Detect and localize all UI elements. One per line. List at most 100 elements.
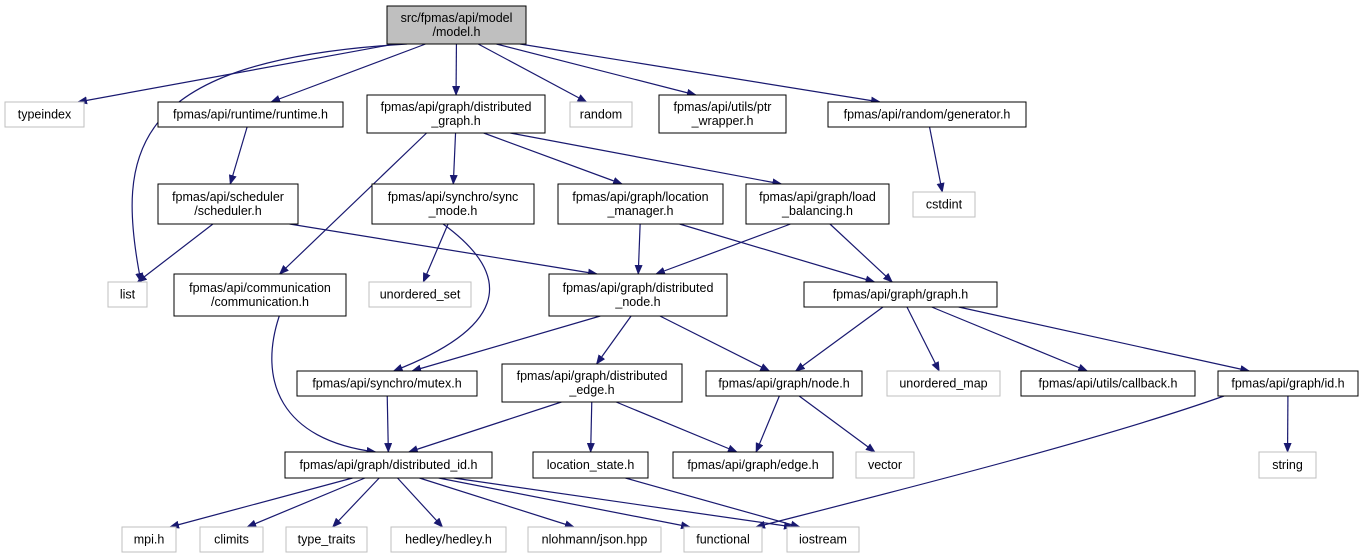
- node-box: [4, 101, 85, 128]
- node-locstate[interactable]: location_state.h: [532, 451, 649, 479]
- edge-distid-to-json: [419, 477, 575, 529]
- edge-generator-to-cstdint: [928, 126, 945, 193]
- node-box: [501, 363, 683, 403]
- node-label: fpmas/api/random/generator.h: [844, 108, 1011, 122]
- node-graph[interactable]: fpmas/api/graph/graph.h: [803, 281, 998, 308]
- node-label: fpmas/api/graph/edge.h: [687, 458, 818, 472]
- node-edge[interactable]: fpmas/api/graph/edge.h: [672, 451, 834, 479]
- node-box: [745, 183, 890, 225]
- edge-distgraph-to-loadbal: [510, 132, 783, 187]
- node-box: [121, 526, 177, 553]
- node-label: list: [120, 288, 136, 302]
- node-comm[interactable]: fpmas/api/communication/communication.h: [173, 273, 347, 317]
- node-label: fpmas/api/utils/callback.h: [1039, 377, 1178, 391]
- node-callback[interactable]: fpmas/api/utils/callback.h: [1020, 370, 1196, 397]
- edge-distnode-to-mutex: [411, 315, 601, 373]
- nodes: src/fpmas/api/model/model.h typeindex list…: [4, 5, 1359, 553]
- node-label: _manager.h: [606, 204, 673, 218]
- edge-locmgr-to-distnode: [634, 223, 643, 275]
- edge-model-to-typeindex: [77, 43, 395, 105]
- node-box: [532, 451, 649, 479]
- edge-scheduler-to-distnode: [289, 223, 598, 277]
- edge-model-to-runtime: [270, 43, 426, 103]
- node-cstdint: cstdint: [912, 191, 976, 218]
- node-string: string: [1258, 451, 1317, 479]
- node-label: /scheduler.h: [194, 204, 261, 218]
- node-label: /communication.h: [211, 295, 309, 309]
- edge-distid-to-mpi: [169, 477, 353, 529]
- node-climits: climits: [199, 526, 264, 553]
- node-label: fpmas/api/graph/distributed: [517, 369, 668, 383]
- node-syncmode[interactable]: fpmas/api/synchro/sync_mode.h: [371, 183, 535, 225]
- node-label: iostream: [799, 533, 847, 547]
- edge-distgraph-to-comm: [278, 132, 428, 275]
- node-model[interactable]: src/fpmas/api/model/model.h: [386, 5, 527, 45]
- node-node[interactable]: fpmas/api/graph/node.h: [705, 370, 863, 397]
- node-mpi: mpi.h: [121, 526, 177, 553]
- node-generator[interactable]: fpmas/api/random/generator.h: [827, 101, 1027, 128]
- node-mutex[interactable]: fpmas/api/synchro/mutex.h: [296, 370, 478, 397]
- node-label: fpmas/api/graph/location: [572, 190, 708, 204]
- node-label: _wrapper.h: [691, 114, 754, 128]
- node-distid[interactable]: fpmas/api/graph/distributed_id.h: [284, 451, 493, 479]
- node-label: _edge.h: [568, 383, 614, 397]
- edge-model-to-list: [131, 43, 408, 283]
- edge-distedge-to-locstate: [586, 401, 595, 453]
- node-label: fpmas/api/runtime/runtime.h: [173, 108, 328, 122]
- node-label: /model.h: [433, 25, 481, 39]
- node-label: string: [1272, 458, 1303, 472]
- node-vector: vector: [855, 451, 915, 479]
- node-box: [157, 183, 299, 225]
- node-box: [658, 94, 787, 134]
- node-box: [827, 101, 1027, 128]
- node-distnode[interactable]: fpmas/api/graph/distributed_node.h: [548, 273, 728, 317]
- node-label: location_state.h: [547, 458, 635, 472]
- edge-distid-to-hedley: [397, 477, 444, 528]
- node-loadbal[interactable]: fpmas/api/graph/load_balancing.h: [745, 183, 890, 225]
- node-label: cstdint: [926, 198, 963, 212]
- node-ptrwrapper[interactable]: fpmas/api/utils/ptr_wrapper.h: [658, 94, 787, 134]
- node-distedge[interactable]: fpmas/api/graph/distributed_edge.h: [501, 363, 683, 403]
- edge-node-to-edge: [755, 395, 780, 453]
- edge-locmgr-to-graph: [679, 223, 876, 284]
- node-list: list: [107, 281, 148, 308]
- node-iostream: iostream: [786, 526, 860, 553]
- node-box: [557, 183, 724, 225]
- node-box: [672, 451, 834, 479]
- node-box: [803, 281, 998, 308]
- edge-model-to-random: [477, 43, 588, 103]
- node-distgraph[interactable]: fpmas/api/graph/distributed_graph.h: [366, 94, 546, 134]
- edge-distid-to-iostream: [453, 477, 794, 530]
- node-label: fpmas/api/graph/distributed: [563, 281, 714, 295]
- node-label: _mode.h: [428, 204, 478, 218]
- node-runtime[interactable]: fpmas/api/runtime/runtime.h: [157, 101, 344, 128]
- edge-comm-to-distid: [271, 315, 377, 455]
- node-label: fpmas/api/utils/ptr: [674, 100, 772, 114]
- node-label: typeindex: [18, 108, 72, 122]
- edge-model-to-generator: [519, 43, 881, 105]
- node-scheduler[interactable]: fpmas/api/scheduler/scheduler.h: [157, 183, 299, 225]
- node-label: fpmas/api/graph/graph.h: [833, 288, 969, 302]
- edge-loadbal-to-distnode: [655, 223, 791, 275]
- node-label: fpmas/api/communication: [189, 281, 331, 295]
- node-label: fpmas/api/graph/distributed_id.h: [300, 458, 478, 472]
- node-label: nlohmann/json.hpp: [542, 533, 648, 547]
- node-label: fpmas/api/graph/distributed: [381, 100, 532, 114]
- node-label: vector: [868, 458, 902, 472]
- node-id[interactable]: fpmas/api/graph/id.h: [1217, 370, 1359, 397]
- node-label: functional: [696, 533, 750, 547]
- edge-scheduler-to-list: [136, 223, 214, 283]
- edge-id-to-functional: [755, 395, 1225, 529]
- node-box: [1020, 370, 1196, 397]
- edge-runtime-to-scheduler: [228, 126, 248, 185]
- edge-distgraph-to-locmgr: [483, 132, 623, 185]
- edge-syncmode-to-unordset: [422, 223, 449, 283]
- node-hedley: hedley/hedley.h: [390, 526, 507, 553]
- node-locmgr[interactable]: fpmas/api/graph/location_manager.h: [557, 183, 724, 225]
- node-label: _balancing.h: [781, 204, 853, 218]
- node-box: [285, 526, 368, 553]
- node-label: random: [580, 108, 622, 122]
- node-box: [569, 101, 633, 128]
- edge-distedge-to-distid: [407, 401, 562, 453]
